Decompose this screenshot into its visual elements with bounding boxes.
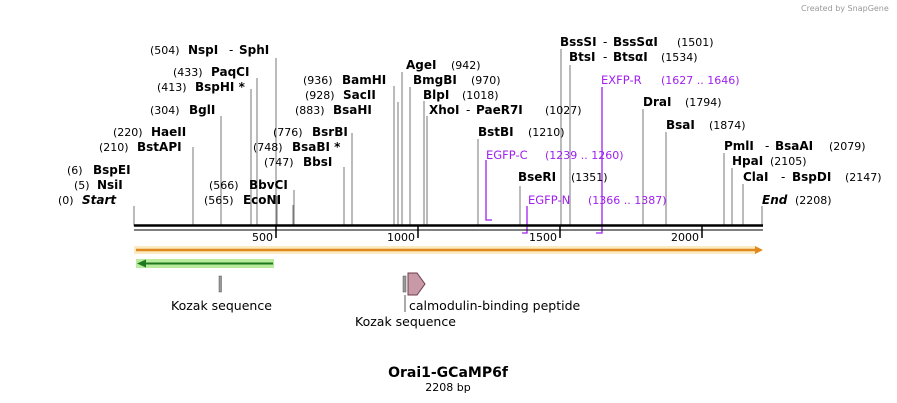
site-bsssi-bsssai[interactable]: BssSI - BssSαI (1501) — [560, 31, 714, 50]
primer-exfp-r-marker — [596, 87, 603, 234]
site-bseri[interactable]: BseRI (1351) — [518, 166, 608, 185]
site-hpai[interactable]: HpaI (2105) — [732, 150, 807, 169]
site-agei[interactable]: AgeI (942) — [406, 54, 481, 73]
tick-label-1000: 1000 — [387, 231, 415, 244]
site-bstapi[interactable]: (210) BstAPI — [99, 136, 182, 155]
tick-label-500: 500 — [252, 231, 273, 244]
site-bstbi[interactable]: BstBI (1210) — [478, 121, 565, 140]
primer-labels: EXFP-R (1627 .. 1646) EGFP-C (1239 .. 12… — [486, 69, 740, 208]
tick-label-1500: 1500 — [529, 231, 557, 244]
site-bsahi[interactable]: (883) BsaHI — [295, 99, 372, 118]
primer-exfp-r[interactable]: EXFP-R (1627 .. 1646) — [601, 69, 740, 88]
primer-egfp-c-marker — [485, 160, 492, 221]
site-bmgbi[interactable]: BmgBI (970) — [413, 69, 501, 88]
feature-label-kozak-2: Kozak sequence — [355, 314, 456, 329]
site-bsrbi[interactable]: (776) BsrBI — [273, 121, 348, 140]
snapgene-credit: Created by SnapGene — [801, 4, 889, 13]
feature-calmodulin-arrow[interactable] — [407, 272, 426, 296]
site-blpi[interactable]: BlpI (1018) — [423, 84, 499, 103]
site-bbvci[interactable]: (566) BbvCI — [209, 174, 288, 193]
site-btsi-btsai[interactable]: BtsI - BtsαI (1534) — [569, 46, 698, 65]
scale-ticks: 500 1000 1500 2000 — [252, 225, 703, 244]
site-clai-bspdi[interactable]: ClaI - BspDI (2147) — [743, 166, 882, 185]
feature-label-calmodulin: calmodulin-binding peptide — [409, 298, 581, 313]
orf-right-arrow[interactable] — [134, 246, 763, 254]
feature-kozak-2[interactable] — [402, 275, 407, 293]
primer-egfp-n-marker — [522, 206, 528, 234]
site-bsabi[interactable]: (748) BsaBI * — [253, 136, 341, 155]
map-length: 2208 bp — [425, 381, 470, 394]
feature-kozak-1[interactable] — [218, 275, 222, 293]
site-end[interactable]: End (2208) — [762, 189, 832, 208]
restriction-sites: (0) Start End (2208) (6) BspEI (5) NsiI … — [58, 31, 882, 208]
site-paqci[interactable]: (433) PaqCI — [173, 61, 249, 80]
cds-left-arrow[interactable] — [136, 259, 274, 268]
site-pmli-bsaai[interactable]: PmlI - BsaAI (2079) — [724, 135, 866, 154]
site-sacii[interactable]: (928) SacII — [305, 84, 376, 103]
tick-label-2000: 2000 — [671, 231, 699, 244]
site-bsphi[interactable]: (413) BspHI * — [157, 76, 246, 95]
map-title: Orai1-GCaMP6f — [388, 365, 509, 381]
site-start[interactable]: (0) Start — [58, 189, 117, 208]
site-bamhi[interactable]: (936) BamHI — [303, 69, 386, 88]
primer-markers — [485, 87, 603, 234]
site-xhoi-paer7i[interactable]: XhoI - PaeR7I (1027) — [429, 99, 582, 118]
primer-egfp-n[interactable]: EGFP-N (1366 .. 1387) — [528, 189, 667, 208]
site-haeii[interactable]: (220) HaeII — [113, 121, 186, 140]
site-bgli[interactable]: (304) BglI — [150, 99, 215, 118]
site-nspi-sphi[interactable]: (504) NspI - SphI — [150, 39, 269, 58]
site-leader-lines — [133, 49, 763, 226]
site-bbsi[interactable]: (747) BbsI — [264, 151, 332, 170]
site-econi[interactable]: (565) EcoNI — [204, 189, 281, 208]
site-bspei[interactable]: (6) BspEI — [67, 159, 131, 178]
primer-egfp-c[interactable]: EGFP-C (1239 .. 1260) — [486, 144, 624, 163]
site-bsai[interactable]: BsaI (1874) — [666, 114, 746, 133]
site-nsii[interactable]: (5) NsiI — [74, 174, 123, 193]
feature-label-kozak-1: Kozak sequence — [171, 298, 272, 313]
site-drai[interactable]: DraI (1794) — [643, 91, 722, 110]
dna-backbone — [134, 224, 763, 231]
